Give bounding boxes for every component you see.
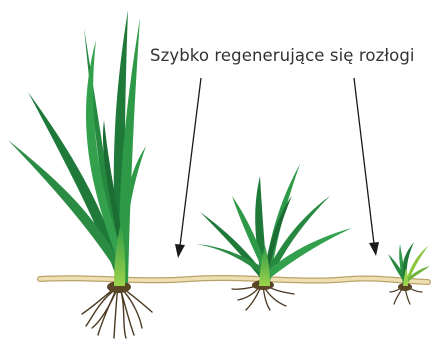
stolon-caption: Szybko regenerujące się rozłogi: [150, 46, 430, 65]
arrow-left: [175, 78, 201, 258]
small-grass-plant: [388, 242, 430, 304]
large-grass-plant: [8, 10, 152, 338]
large-plant-roots: [82, 285, 152, 338]
medium-grass-plant: [196, 164, 352, 310]
arrow-right: [354, 78, 379, 256]
